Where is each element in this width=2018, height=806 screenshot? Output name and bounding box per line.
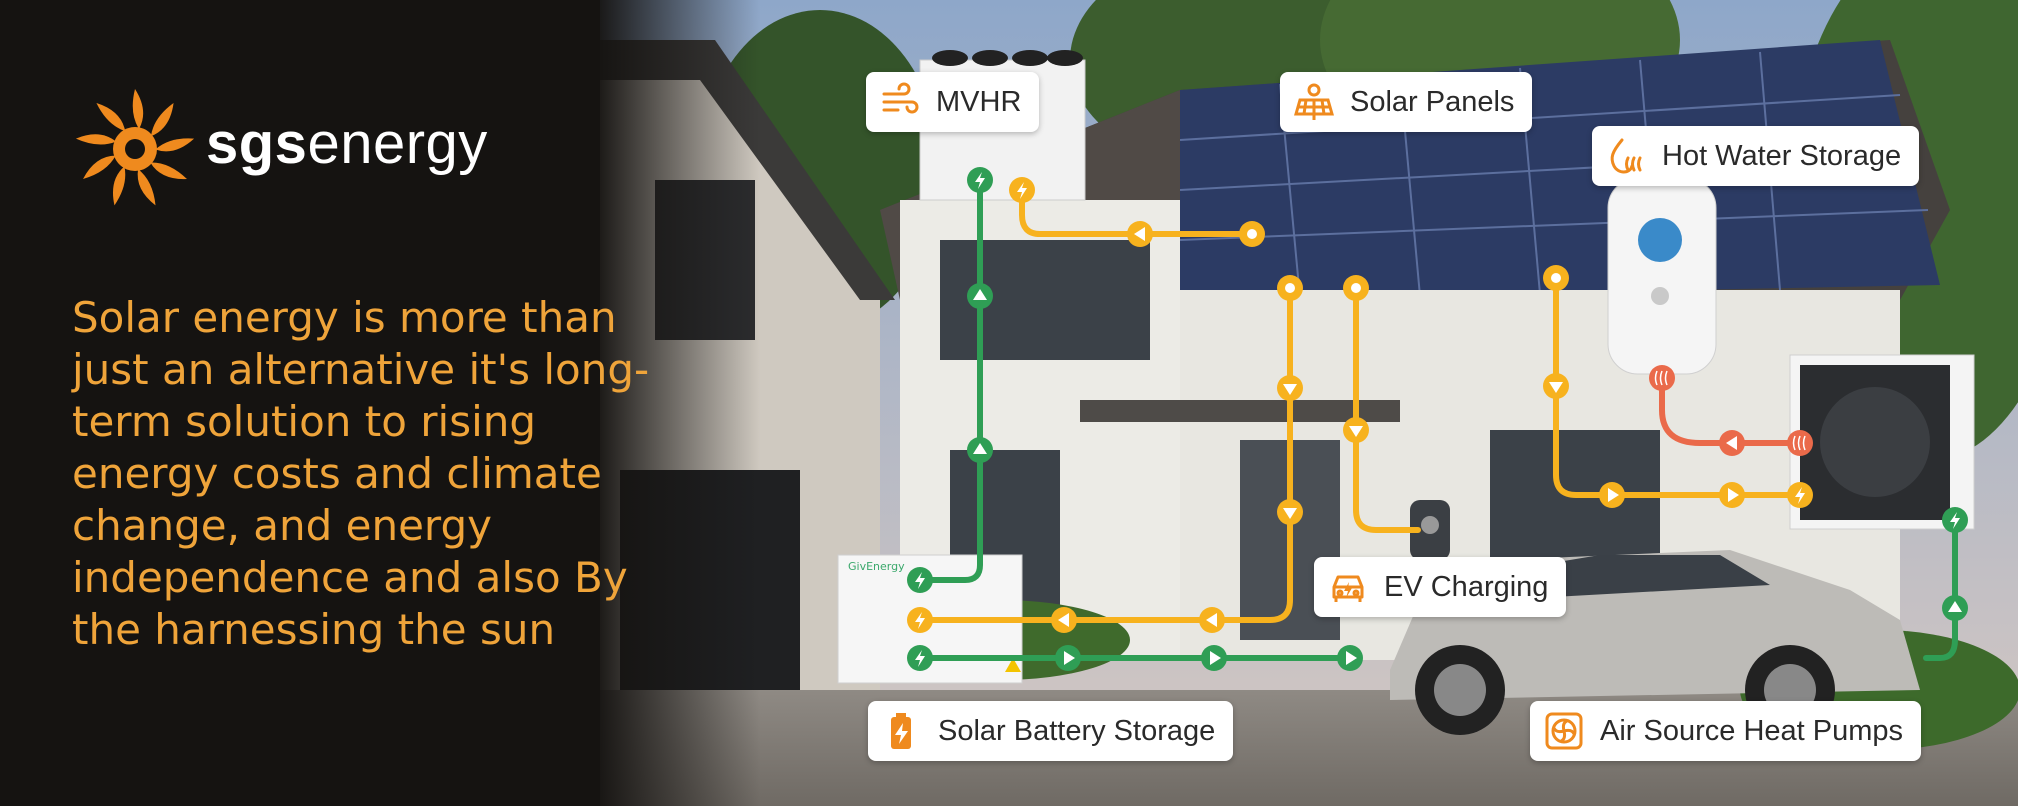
heat-node-icon bbox=[1787, 430, 1813, 456]
heat-node-icon bbox=[1649, 365, 1675, 391]
arrow-right-icon bbox=[1201, 645, 1227, 671]
brand-name-light: energy bbox=[307, 111, 488, 176]
brand-name: sgsenergy bbox=[206, 110, 488, 177]
arrow-down-icon bbox=[1277, 499, 1303, 525]
sun-node-icon bbox=[1277, 275, 1303, 301]
arrow-down-icon bbox=[1343, 417, 1369, 443]
sun-node-icon bbox=[1239, 221, 1265, 247]
label-hot-water-storage: Hot Water Storage bbox=[1592, 126, 1920, 186]
arrow-right-icon bbox=[1055, 645, 1081, 671]
label-solar-panels: Solar Panels bbox=[1280, 72, 1533, 132]
arrow-up-icon bbox=[967, 437, 993, 463]
label-solar-panels-text: Solar Panels bbox=[1350, 85, 1515, 118]
label-ev-charging: EV Charging bbox=[1314, 557, 1567, 617]
arrow-down-icon bbox=[1277, 375, 1303, 401]
arrow-left-icon bbox=[1199, 607, 1225, 633]
label-mvhr-text: MVHR bbox=[936, 85, 1022, 118]
label-solar-battery-storage: Solar Battery Storage bbox=[868, 701, 1234, 761]
heat-pump-unit bbox=[1789, 354, 1975, 530]
bolt-node-icon bbox=[907, 567, 933, 593]
flow-nodes bbox=[907, 167, 1968, 671]
brand-name-bold: sgs bbox=[206, 111, 308, 176]
sun-node-icon bbox=[1543, 265, 1569, 291]
battery-icon bbox=[891, 713, 911, 749]
sun-flower-logo-icon bbox=[75, 89, 195, 206]
wind-icon bbox=[882, 82, 919, 114]
arrow-left-icon bbox=[1127, 221, 1153, 247]
label-mvhr: MVHR bbox=[866, 72, 1040, 132]
arrow-right-icon bbox=[1599, 482, 1625, 508]
label-solar-battery-storage-text: Solar Battery Storage bbox=[938, 714, 1216, 747]
sun-node-icon bbox=[1343, 275, 1369, 301]
fan-icon bbox=[1545, 712, 1583, 750]
bolt-node-icon bbox=[1942, 507, 1968, 533]
arrow-left-icon bbox=[1051, 607, 1077, 633]
arrow-up-icon bbox=[1942, 595, 1968, 621]
label-ev-charging-text: EV Charging bbox=[1384, 570, 1549, 603]
tagline: Solar energy is more than just an altern… bbox=[72, 293, 650, 654]
label-air-source-heat-pumps: Air Source Heat Pumps bbox=[1530, 701, 1922, 761]
arrow-left-icon bbox=[1719, 430, 1745, 456]
arrow-right-icon bbox=[1337, 645, 1363, 671]
arrow-right-icon bbox=[1719, 482, 1745, 508]
label-hot-water-storage-text: Hot Water Storage bbox=[1662, 139, 1902, 172]
arrow-down-icon bbox=[1543, 373, 1569, 399]
bolt-node-icon bbox=[907, 645, 933, 671]
bolt-node-icon bbox=[967, 167, 993, 193]
energy-flow-lines bbox=[917, 177, 1958, 661]
brand-logo: sgsenergy bbox=[70, 84, 487, 214]
svg-text:GivEnergy: GivEnergy bbox=[848, 560, 905, 573]
bolt-node-icon bbox=[1009, 177, 1035, 203]
ev-charger bbox=[1410, 500, 1450, 560]
bolt-node-icon bbox=[1787, 482, 1813, 508]
bolt-node-icon bbox=[907, 607, 933, 633]
flame-water-icon bbox=[1610, 138, 1642, 174]
car-icon bbox=[1332, 575, 1364, 602]
label-air-source-heat-pumps-text: Air Source Heat Pumps bbox=[1600, 714, 1904, 747]
hot-water-cylinder bbox=[1607, 177, 1717, 375]
solar-panel-icon bbox=[1294, 83, 1334, 120]
arrow-up-icon bbox=[967, 283, 993, 309]
